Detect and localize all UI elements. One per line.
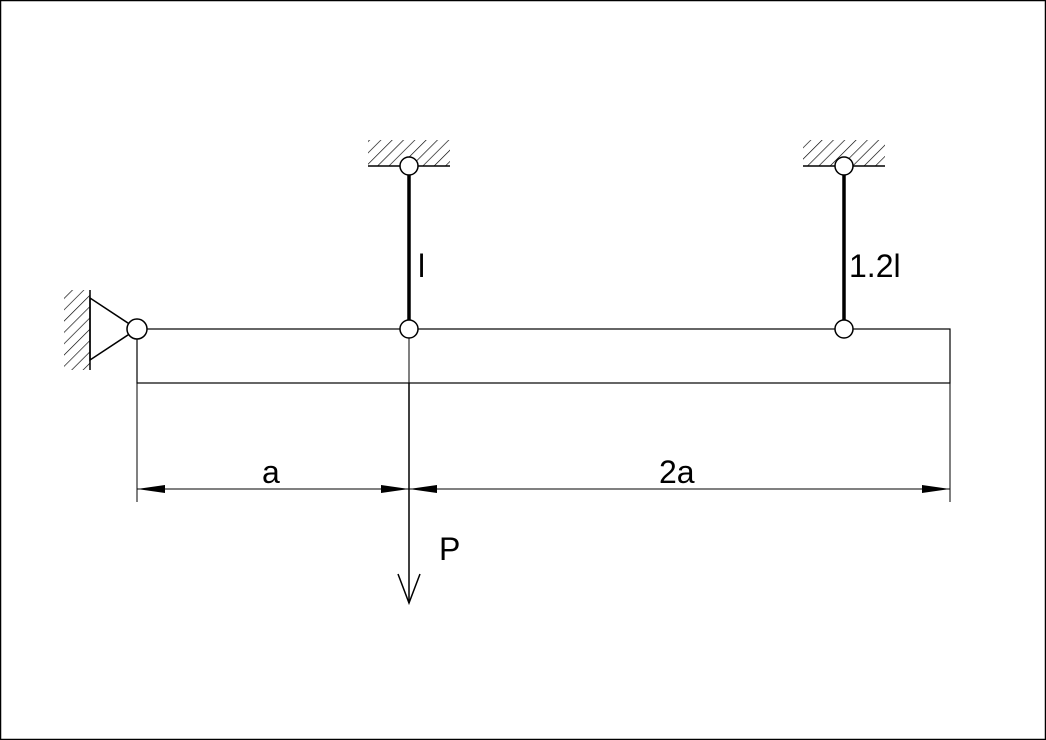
support-triangle — [89, 296, 139, 362]
rigid-beam — [136, 328, 951, 384]
load-arrowhead — [397, 573, 421, 606]
rod-right-label: 1.2l — [849, 248, 901, 284]
dim-arrow-3 — [409, 485, 437, 493]
left-wall-hatching — [64, 290, 90, 370]
dim-arrow-1 — [137, 485, 165, 493]
left-beam-hinge — [399, 319, 419, 339]
dim-right-label: 2a — [659, 454, 695, 490]
right-beam-hinge — [834, 319, 854, 339]
dimension-lines — [136, 338, 951, 502]
dim-arrow-2 — [381, 485, 409, 493]
dim-arrow-4 — [922, 485, 950, 493]
left-pin-support — [64, 290, 139, 370]
right-top-hinge — [834, 156, 854, 176]
left-pin-hinge — [126, 318, 148, 340]
load-label: P — [439, 531, 460, 567]
load-arrow — [397, 383, 421, 606]
dim-left-label: a — [262, 454, 280, 490]
rod-left-label: l — [418, 248, 425, 284]
left-top-hinge — [399, 156, 419, 176]
